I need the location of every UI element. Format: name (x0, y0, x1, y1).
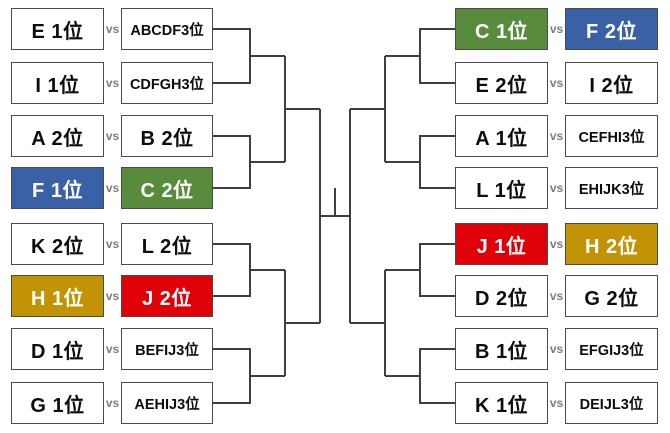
bracket-lines-left (213, 28, 321, 404)
vs-label: vs (105, 342, 120, 356)
team-box: I 2位 (565, 62, 658, 104)
match-row: D 2位 vs G 2位 (455, 275, 658, 317)
team-box: AEHIJ3位 (121, 382, 213, 424)
team-box: B 1位 (455, 328, 548, 370)
match-row: G 1位 vs AEHIJ3位 (11, 382, 213, 424)
team-box: CEFHI3位 (565, 115, 658, 157)
team-box: ABCDF3位 (121, 8, 213, 50)
team-box: J 2位 (121, 275, 213, 317)
match-row: E 1位 vs ABCDF3位 (11, 8, 213, 50)
vs-label: vs (549, 342, 564, 356)
team-box: F 2位 (565, 8, 658, 50)
team-box: B 2位 (121, 115, 213, 157)
team-box: DEIJL3位 (565, 382, 658, 424)
team-box: G 1位 (11, 382, 104, 424)
team-box: BEFIJ3位 (121, 328, 213, 370)
team-box: D 1位 (11, 328, 104, 370)
vs-label: vs (549, 76, 564, 90)
vs-label: vs (549, 22, 564, 36)
match-row: E 2位 vs I 2位 (455, 62, 658, 104)
vs-label: vs (105, 76, 120, 90)
vs-label: vs (549, 289, 564, 303)
team-box: K 2位 (11, 223, 104, 265)
team-box: L 2位 (121, 223, 213, 265)
team-box: I 1位 (11, 62, 104, 104)
vs-label: vs (549, 181, 564, 195)
match-row: L 1位 vs EHIJK3位 (455, 167, 658, 209)
team-box: F 1位 (11, 167, 104, 209)
match-row: D 1位 vs BEFIJ3位 (11, 328, 213, 370)
vs-label: vs (105, 129, 120, 143)
match-row: B 1位 vs EFGIJ3位 (455, 328, 658, 370)
vs-label: vs (549, 129, 564, 143)
team-box: L 1位 (455, 167, 548, 209)
team-box: H 1位 (11, 275, 104, 317)
team-box: J 1位 (455, 223, 548, 265)
team-box: E 1位 (11, 8, 104, 50)
vs-label: vs (549, 396, 564, 410)
team-box: E 2位 (455, 62, 548, 104)
bracket-lines-final (320, 188, 350, 217)
match-row: J 1位 vs H 2位 (455, 223, 658, 265)
vs-label: vs (105, 237, 120, 251)
vs-label: vs (105, 22, 120, 36)
team-box: K 1位 (455, 382, 548, 424)
team-box: G 2位 (565, 275, 658, 317)
team-box: EHIJK3位 (565, 167, 658, 209)
match-row: C 1位 vs F 2位 (455, 8, 658, 50)
team-box: EFGIJ3位 (565, 328, 658, 370)
team-box: A 1位 (455, 115, 548, 157)
team-box: CDFGH3位 (121, 62, 213, 104)
team-box: C 2位 (121, 167, 213, 209)
match-row: K 2位 vs L 2位 (11, 223, 213, 265)
vs-label: vs (549, 237, 564, 251)
team-box: H 2位 (565, 223, 658, 265)
vs-label: vs (105, 396, 120, 410)
team-box: A 2位 (11, 115, 104, 157)
team-box: D 2位 (455, 275, 548, 317)
match-row: K 1位 vs DEIJL3位 (455, 382, 658, 424)
team-box: C 1位 (455, 8, 548, 50)
match-row: F 1位 vs C 2位 (11, 167, 213, 209)
match-row: I 1位 vs CDFGH3位 (11, 62, 213, 104)
vs-label: vs (105, 289, 120, 303)
match-row: H 1位 vs J 2位 (11, 275, 213, 317)
match-row: A 2位 vs B 2位 (11, 115, 213, 157)
match-row: A 1位 vs CEFHI3位 (455, 115, 658, 157)
bracket-lines-right (349, 28, 455, 404)
vs-label: vs (105, 181, 120, 195)
